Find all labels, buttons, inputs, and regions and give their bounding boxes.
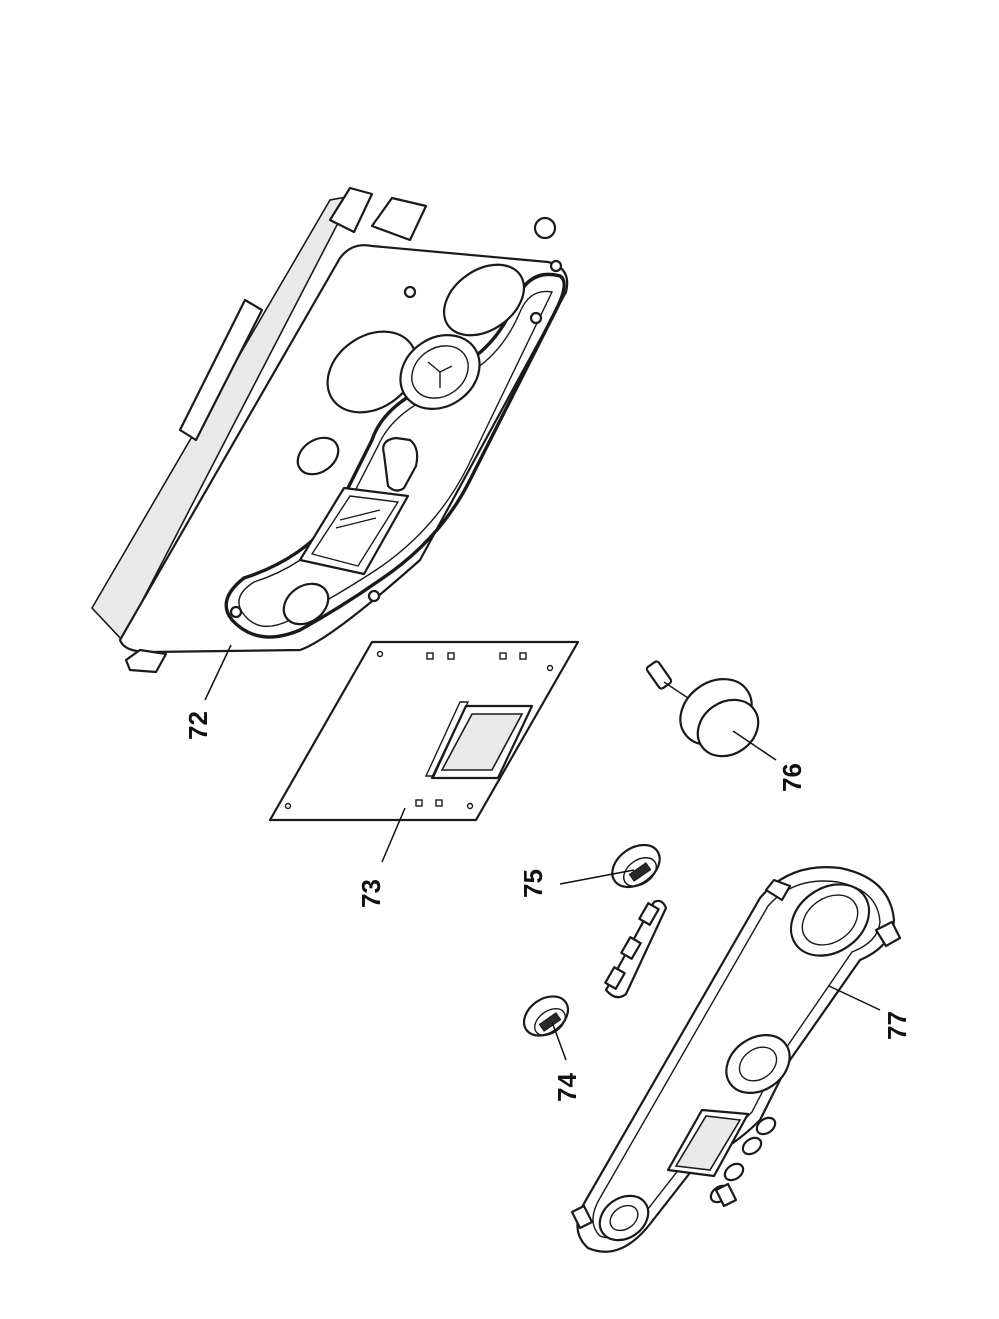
pcb-mount-hole-3	[284, 802, 292, 810]
part-75-button-with-ribbon	[604, 843, 668, 999]
housing-screw-hole-2	[367, 589, 381, 603]
button-74-cap-inner	[534, 1008, 566, 1036]
callout-73: 73	[356, 879, 386, 908]
pcb-mount-hole-1	[376, 650, 384, 658]
pcb-pad-3	[499, 652, 507, 660]
leader-75	[559, 869, 635, 885]
housing-bottom-tab	[124, 648, 168, 674]
housing-ribbon-channel	[382, 436, 419, 492]
fascia-button-hole-3	[723, 1162, 745, 1182]
ribbon-connector-3	[604, 966, 626, 990]
callout-72: 72	[183, 711, 213, 740]
ribbon-connector-1	[638, 902, 660, 926]
housing-display-pins	[335, 509, 381, 529]
part-72-control-housing	[91, 186, 569, 674]
pcb-pad-2	[447, 652, 455, 660]
knob-face	[696, 698, 760, 758]
pcb-mount-hole-4	[466, 802, 474, 810]
leader-76	[732, 730, 777, 761]
callout-76: 76	[777, 763, 807, 792]
fascia-left-knob-inner	[609, 1204, 639, 1232]
pcb-pad-5	[415, 799, 423, 807]
fascia-center-button-inner	[738, 1046, 778, 1082]
part-77-front-fascia	[570, 866, 902, 1253]
pcb-outline	[268, 640, 580, 822]
fascia-clip-top	[764, 878, 792, 902]
fascia-left-knob-seat	[598, 1194, 650, 1242]
housing-opening-left	[326, 330, 418, 414]
pcb-pad-6	[435, 799, 443, 807]
housing-opening-right	[442, 263, 526, 337]
housing-side-tab	[178, 298, 264, 442]
part-74-push-button	[522, 995, 570, 1037]
housing-screw-hole-4	[529, 311, 543, 325]
fascia-display-lens	[674, 1115, 742, 1171]
housing-top-pin	[533, 216, 557, 240]
leader-77	[828, 985, 881, 1011]
housing-latch-right	[370, 196, 428, 242]
callout-77: 77	[882, 1011, 912, 1040]
ribbon-connector-2	[620, 936, 642, 960]
button-74-symbol	[538, 1012, 562, 1032]
pcb-mount-hole-2	[546, 664, 554, 672]
part-73-circuit-board	[268, 640, 580, 822]
housing-button-boss-upper	[296, 436, 340, 476]
housing-knob-tri-icon	[427, 361, 453, 388]
fascia-clip-right	[874, 920, 902, 948]
fascia-clip-bottom	[714, 1182, 738, 1208]
pcb-pad-4	[519, 652, 527, 660]
fascia-button-hole-2	[741, 1136, 763, 1156]
fascia-button-hole-1	[755, 1116, 777, 1136]
leader-73	[381, 807, 406, 863]
housing-knob-seat-inner	[411, 345, 469, 399]
housing-screw-hole-5	[549, 259, 563, 273]
pcb-lcd-edge	[424, 701, 470, 777]
housing-screw-hole-1	[229, 605, 243, 619]
knob-shaft-tip	[645, 660, 673, 690]
housing-gasket-groove	[224, 272, 566, 639]
pcb-pad-1	[426, 652, 434, 660]
fascia-clip-left	[570, 1204, 594, 1230]
button-75-symbol	[628, 862, 652, 882]
callout-75: 75	[518, 869, 548, 898]
housing-latch-left	[328, 186, 374, 234]
pcb-lcd-glass	[440, 713, 524, 771]
callout-74: 74	[552, 1073, 582, 1102]
fascia-knob-ring	[789, 883, 871, 957]
fascia-knob-ring-inner	[801, 894, 859, 946]
leader-74	[551, 1021, 567, 1061]
fascia-center-button-seat	[725, 1034, 791, 1094]
button-75-cap-inner	[623, 857, 657, 887]
housing-button-boss-lower	[282, 582, 330, 626]
housing-display-window	[298, 486, 410, 576]
housing-display-window-inner	[310, 495, 400, 567]
part-76-rotary-knob	[645, 660, 760, 758]
housing-screw-hole-3	[403, 285, 417, 299]
leader-72	[204, 644, 232, 701]
